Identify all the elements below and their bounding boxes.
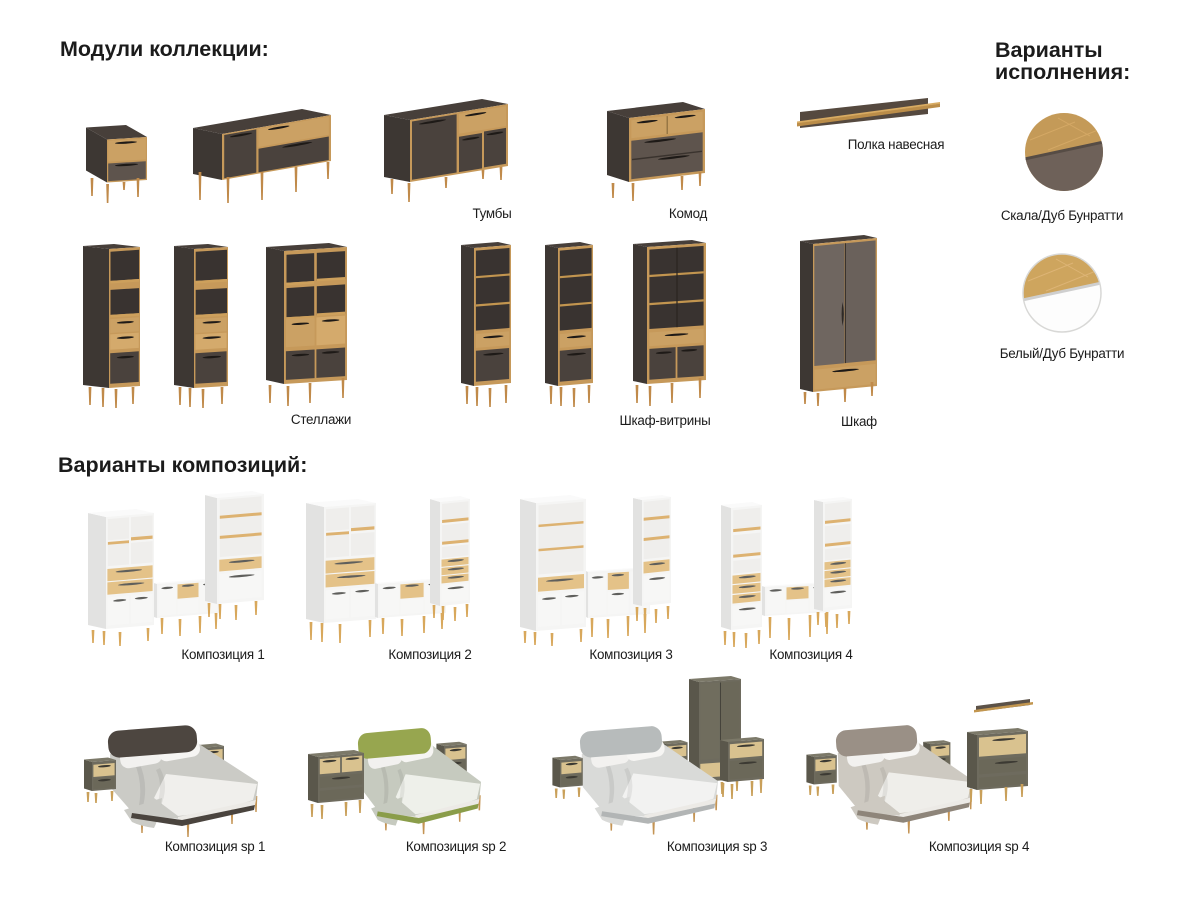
svg-text:Композиция sp 1: Композиция sp 1 (165, 839, 265, 854)
svg-text:Полка навесная: Полка навесная (848, 137, 944, 152)
svg-text:Тумбы: Тумбы (472, 206, 511, 221)
svg-text:Композиция sp 4: Композиция sp 4 (929, 839, 1030, 854)
svg-text:Варианты композиций:: Варианты композиций: (58, 453, 307, 477)
svg-text:Композиция 4: Композиция 4 (769, 647, 853, 662)
svg-text:Модули коллекции:: Модули коллекции: (60, 37, 269, 61)
svg-text:Композиция 2: Композиция 2 (388, 647, 471, 662)
svg-text:Варианты: Варианты (995, 38, 1103, 62)
svg-text:Композиция 1: Композиция 1 (181, 647, 264, 662)
svg-text:Шкаф-витрины: Шкаф-витрины (619, 413, 710, 428)
svg-text:Композиция sp 2: Композиция sp 2 (406, 839, 506, 854)
svg-text:Белый/Дуб Бунратти: Белый/Дуб Бунратти (1000, 346, 1124, 361)
svg-text:исполнения:: исполнения: (995, 60, 1130, 84)
svg-text:Стеллажи: Стеллажи (291, 412, 351, 427)
svg-text:Скала/Дуб Бунратти: Скала/Дуб Бунратти (1001, 208, 1123, 223)
svg-text:Композиция 3: Композиция 3 (589, 647, 672, 662)
svg-text:Композиция sp 3: Композиция sp 3 (667, 839, 767, 854)
svg-text:Шкаф: Шкаф (841, 414, 877, 429)
svg-text:Комод: Комод (669, 206, 708, 221)
